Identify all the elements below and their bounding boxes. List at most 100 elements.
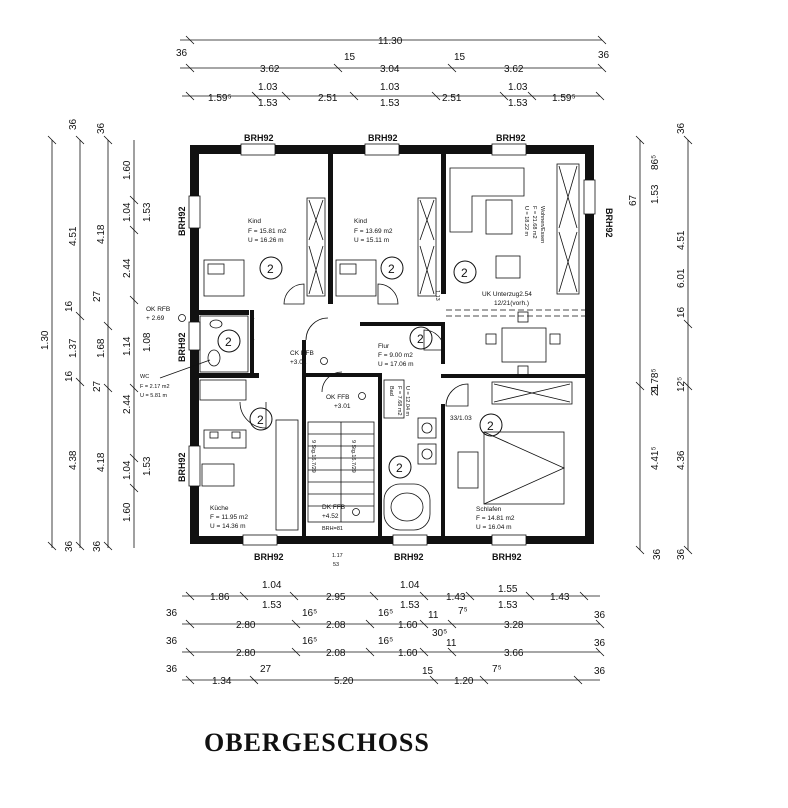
room-kueche-name: Küche (210, 505, 229, 512)
room-kind1-area: F = 15.81 m2 (248, 228, 287, 235)
ck-rfb-value: +3.01 (290, 359, 307, 366)
marker-flur: 2 (417, 332, 424, 346)
bottom-dim-1-c: 1.53 (262, 600, 282, 611)
left-dim-a-3: 1.37 (68, 338, 79, 358)
top-dim-3-b: 1.03 (258, 82, 278, 93)
wall-thickness-label: 1.13 (434, 290, 440, 301)
bottom-dim-3-e: 16⁵ (378, 636, 393, 647)
door-dim-a: 1.17 (332, 553, 343, 559)
brh-label-2: BRH92 (368, 133, 398, 143)
room-schlafen-name: Schlafen (476, 506, 502, 513)
left-dim-a-2: 16 (64, 300, 75, 312)
bottom-dim-2-e: 16⁵ (378, 608, 393, 619)
bottom-dim-3-b: 2.80 (236, 648, 256, 659)
plan-title: OBERGESCHOSS (204, 728, 430, 757)
bottom-dim-4-g: 7⁵ (492, 664, 502, 675)
dk-ffb-point-icon (352, 508, 360, 516)
brh-label-6: BRH92 (177, 452, 187, 482)
room-wohnen-name: Wohnen/Essen (539, 206, 545, 243)
left-dim-a-4: 16 (64, 370, 75, 382)
bottom-dim-3-d: 2.08 (326, 648, 346, 659)
room-flur-name: Flur (378, 343, 390, 350)
bottom-dim-2-f: 1.60 (398, 620, 418, 631)
stair-label-b: 9 Stg.16.7/29 (350, 440, 356, 473)
bottom-dim-3-c: 16⁵ (302, 636, 317, 647)
brh-small-label: BRH=81 (322, 526, 343, 532)
bottom-dim-1-f: 1.53 (400, 600, 420, 611)
room-schlafen-perimeter: U = 16.04 m (476, 524, 512, 531)
right-dim-a-4: 9.78⁵ (650, 368, 661, 392)
top-dim-3-g: 2.51 (442, 93, 462, 104)
marker-bad: 2 (396, 461, 403, 475)
room-flur-area: F = 9.00 m2 (378, 352, 413, 359)
bottom-dim-2-d: 2.08 (326, 620, 346, 631)
left-dim-d-3: 1.53 (142, 456, 153, 476)
room-bad-perimeter: U = 12.04 m (404, 386, 410, 417)
bottom-dim-4-h: 36 (594, 666, 606, 677)
top-dim-3-f: 1.53 (380, 98, 400, 109)
ok-ffb-point-icon (358, 392, 366, 400)
left-dim-a-1: 4.51 (68, 226, 79, 246)
bottom-dim-3-a: 36 (166, 636, 178, 647)
left-dim-outer: 1.30 (40, 330, 51, 350)
left-dim-c-7: 1.60 (122, 502, 133, 522)
marker-wohnen: 2 (461, 266, 468, 280)
room-markers: 2 2 2 2 2 2 2 2 (217, 256, 503, 479)
right-dim-a-2: 1.53 (650, 184, 661, 204)
right-dim-b-4: 16 (676, 306, 687, 318)
bottom-dimension-lines: 1.86 1.04 1.53 2.95 1.04 1.53 1.43 1.55 … (166, 580, 606, 687)
bottom-dim-4-c: 27 (260, 664, 272, 675)
bottom-dim-3-i: 36 (594, 638, 606, 649)
dk-ffb-value: +4.52 (322, 513, 339, 520)
top-dim-3-h: 1.03 (508, 82, 528, 93)
bottom-dim-2-j: 3.28 (504, 620, 524, 631)
room-bad-area: F = 7.68 m2 (396, 386, 402, 416)
building-walls (190, 145, 594, 544)
left-dim-c-2: 1.04 (122, 202, 133, 222)
ok-rfb-value: + 2.69 (146, 315, 165, 322)
right-dim-a-7: 36 (652, 548, 663, 560)
ck-rfb-point-icon (320, 357, 328, 365)
top-dim-3-j: 1.59⁵ (552, 93, 576, 104)
room-labels: Kind F = 15.81 m2 U = 16.26 m Kind F = 1… (140, 206, 545, 531)
left-dim-b-3: 1.68 (96, 338, 107, 358)
bottom-dim-1-i: 1.53 (498, 600, 518, 611)
top-dim-3-d: 2.51 (318, 93, 338, 104)
bottom-dim-4-d: 5.20 (334, 676, 354, 687)
room-kind2-perimeter: U = 15.11 m (354, 237, 389, 244)
room-kueche-area: F = 11.95 m2 (210, 514, 248, 521)
right-dim-b-6: 4.36 (676, 450, 687, 470)
room-wc-perimeter: U = 5.81 m (140, 393, 167, 399)
top-dim-1-left: 36 (176, 48, 188, 59)
marker-kind1: 2 (267, 262, 274, 276)
window-labels: BRH92 BRH92 BRH92 BRH92 BRH92 BRH92 BRH9… (177, 133, 614, 562)
dk-ffb-label: DK FFB (322, 504, 345, 511)
brh-label-5: BRH92 (177, 332, 187, 362)
bottom-dim-4-f: 1.20 (454, 676, 474, 687)
door-dim-b: 53 (333, 562, 339, 568)
left-dim-b-5: 4.18 (96, 452, 107, 472)
top-dim-3-i: 1.53 (508, 98, 528, 109)
left-dimension-lines: 36 1.30 4.51 16 1.37 16 4.38 36 36 4.18 … (40, 118, 153, 552)
left-dim-d-2: 1.08 (142, 332, 153, 352)
left-dim-b-top: 36 (96, 122, 107, 134)
bottom-dim-2-k: 36 (594, 610, 606, 621)
brh-label-3: BRH92 (496, 133, 526, 143)
bottom-dim-1-d: 2.95 (326, 592, 346, 603)
left-dim-c-5: 2.44 (122, 394, 133, 414)
room-kind2-area: F = 13.69 m2 (354, 228, 393, 235)
brh-label-8: BRH92 (254, 552, 284, 562)
top-dim-3-c: 1.53 (258, 98, 278, 109)
bottom-dim-2-c: 16⁵ (302, 608, 317, 619)
ok-rfb-label: OK RFB (146, 306, 170, 313)
bottom-dim-2-b: 2.80 (236, 620, 256, 631)
room-kind1-name: Kind (248, 218, 261, 225)
top-dim-3-e: 1.03 (380, 82, 400, 93)
top-dimension-lines: 36 11.30 36 3.62 15 3.04 15 3.62 1.59⁵ 1… (176, 35, 610, 109)
right-dim-b-3: 6.01 (676, 268, 687, 288)
room-wohnen-area: F = 21.68 m2 (531, 206, 537, 239)
room-bad-name: Bad (388, 386, 394, 396)
uk-unterzug-label: UK Unterzug2.54 (482, 291, 532, 298)
furniture (199, 163, 580, 531)
